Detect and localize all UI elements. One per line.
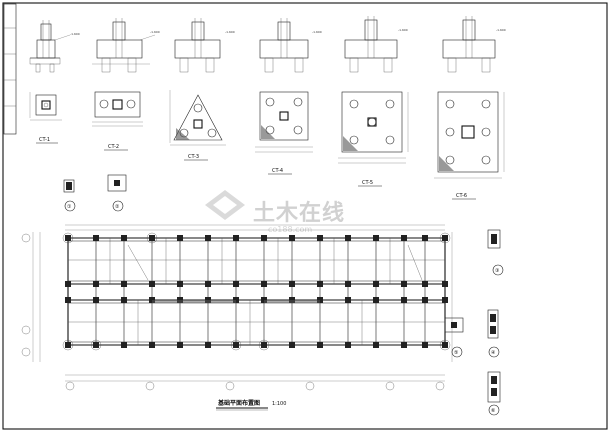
detail-mark-5: ⑤: [454, 350, 458, 356]
detail-mark-2: ②: [115, 204, 120, 210]
label-ct1: CT-1: [39, 137, 50, 143]
plan-ct1: [29, 92, 62, 121]
detail-mark-1: ①: [67, 204, 72, 210]
section-ct6: -1.600: [442, 16, 506, 73]
detail-mark-4: ④: [491, 350, 496, 356]
label-ct6: CT-6: [456, 193, 467, 199]
section-ct4: -1.600: [259, 18, 322, 73]
watermark-text: 土木在线: [253, 200, 345, 226]
label-ct5: CT-5: [362, 180, 373, 186]
plan-ct3: [169, 90, 226, 146]
watermark: 土木在线 co188.com: [205, 190, 345, 234]
plan-title: 基础平面布置图: [217, 399, 260, 407]
svg-text:-1.600: -1.600: [225, 30, 235, 34]
plan-scale: 1:100: [272, 401, 286, 407]
plan-ct6: [434, 91, 505, 179]
small-details-left: ① ②: [63, 174, 127, 212]
plan-ct5: [338, 91, 409, 164]
section-ct3: -1.600: [174, 18, 235, 73]
right-details: ③ ④ ⑤ ⑥: [444, 229, 504, 416]
section-ct2: -1.600: [92, 18, 160, 73]
watermark-sub: co188.com: [268, 225, 312, 234]
svg-text:-1.600: -1.600: [398, 28, 408, 32]
plan-ct2: [92, 91, 143, 127]
detail-mark-3: ③: [495, 268, 499, 274]
foundation-plan: 基础平面布置图 1:100: [21, 224, 453, 411]
svg-text:-1.600: -1.600: [150, 30, 160, 34]
plan-ct4: [255, 91, 313, 153]
pile-cap-plans: CT-1 CT-2 CT-3 CT-4 CT-5 CT-6: [29, 90, 505, 200]
label-ct3: CT-3: [188, 154, 199, 160]
label-ct2: CT-2: [108, 144, 119, 150]
svg-text:-1.600: -1.600: [312, 30, 322, 34]
pile-cap-sections: -1.600 -1.600 -1.600: [29, 16, 506, 73]
svg-text:-1.600: -1.600: [496, 28, 506, 32]
section-ct5: -1.600: [344, 16, 408, 73]
label-ct4: CT-4: [272, 168, 283, 174]
detail-mark-6: ⑥: [491, 408, 496, 414]
section-ct1: -1.600: [29, 20, 80, 73]
svg-text:-1.600: -1.600: [70, 32, 80, 36]
